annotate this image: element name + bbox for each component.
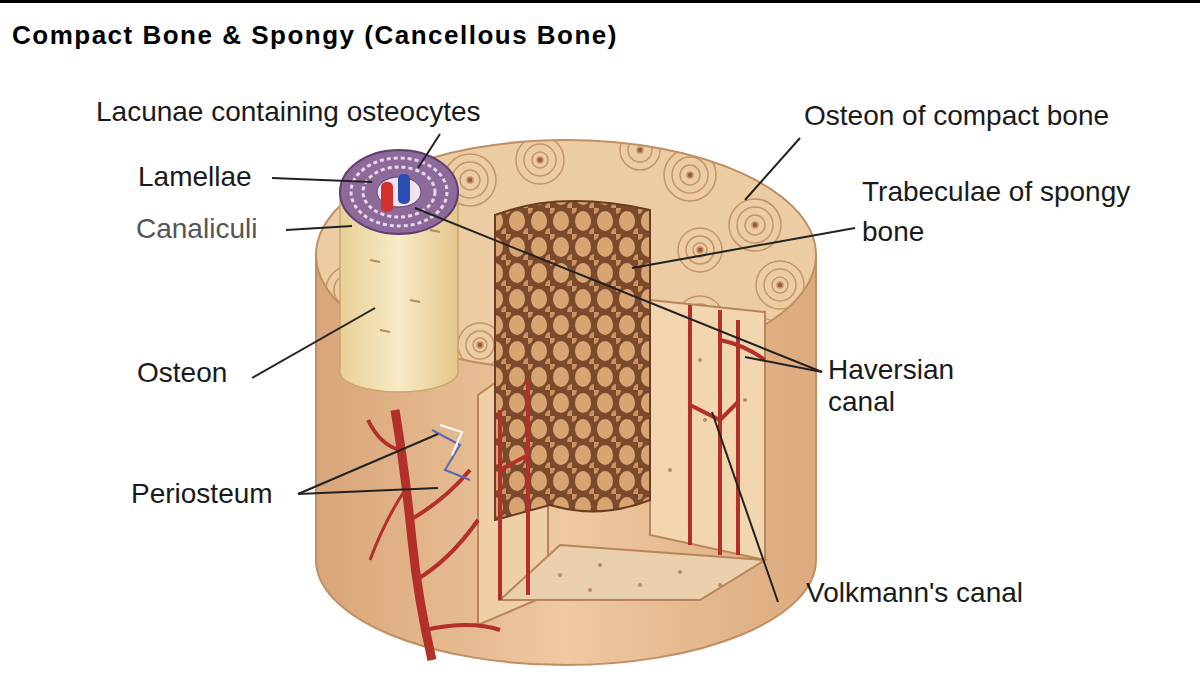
part-label: Osteon	[137, 356, 227, 390]
part-label: Volkmann's canal	[806, 576, 1023, 610]
diagram-title: Compact Bone & Spongy (Cancellous Bone)	[12, 20, 618, 51]
part-label: Trabeculae of spongy bone	[862, 172, 1162, 252]
top-border	[0, 0, 1200, 3]
bone-cylinder	[316, 130, 816, 665]
part-label: Periosteum	[131, 477, 273, 511]
cutaway-section	[478, 201, 765, 625]
part-label: Lamellae	[138, 160, 252, 194]
osteon-cylinder	[340, 150, 458, 392]
part-label: Haversian canal	[828, 354, 998, 418]
part-label: Osteon of compact bone	[804, 99, 1109, 133]
leader-lines	[252, 134, 855, 602]
periosteum-vessel	[368, 410, 500, 660]
part-label: Canaliculi	[136, 212, 257, 246]
part-label: Lacunae containing osteocytes	[96, 95, 481, 129]
